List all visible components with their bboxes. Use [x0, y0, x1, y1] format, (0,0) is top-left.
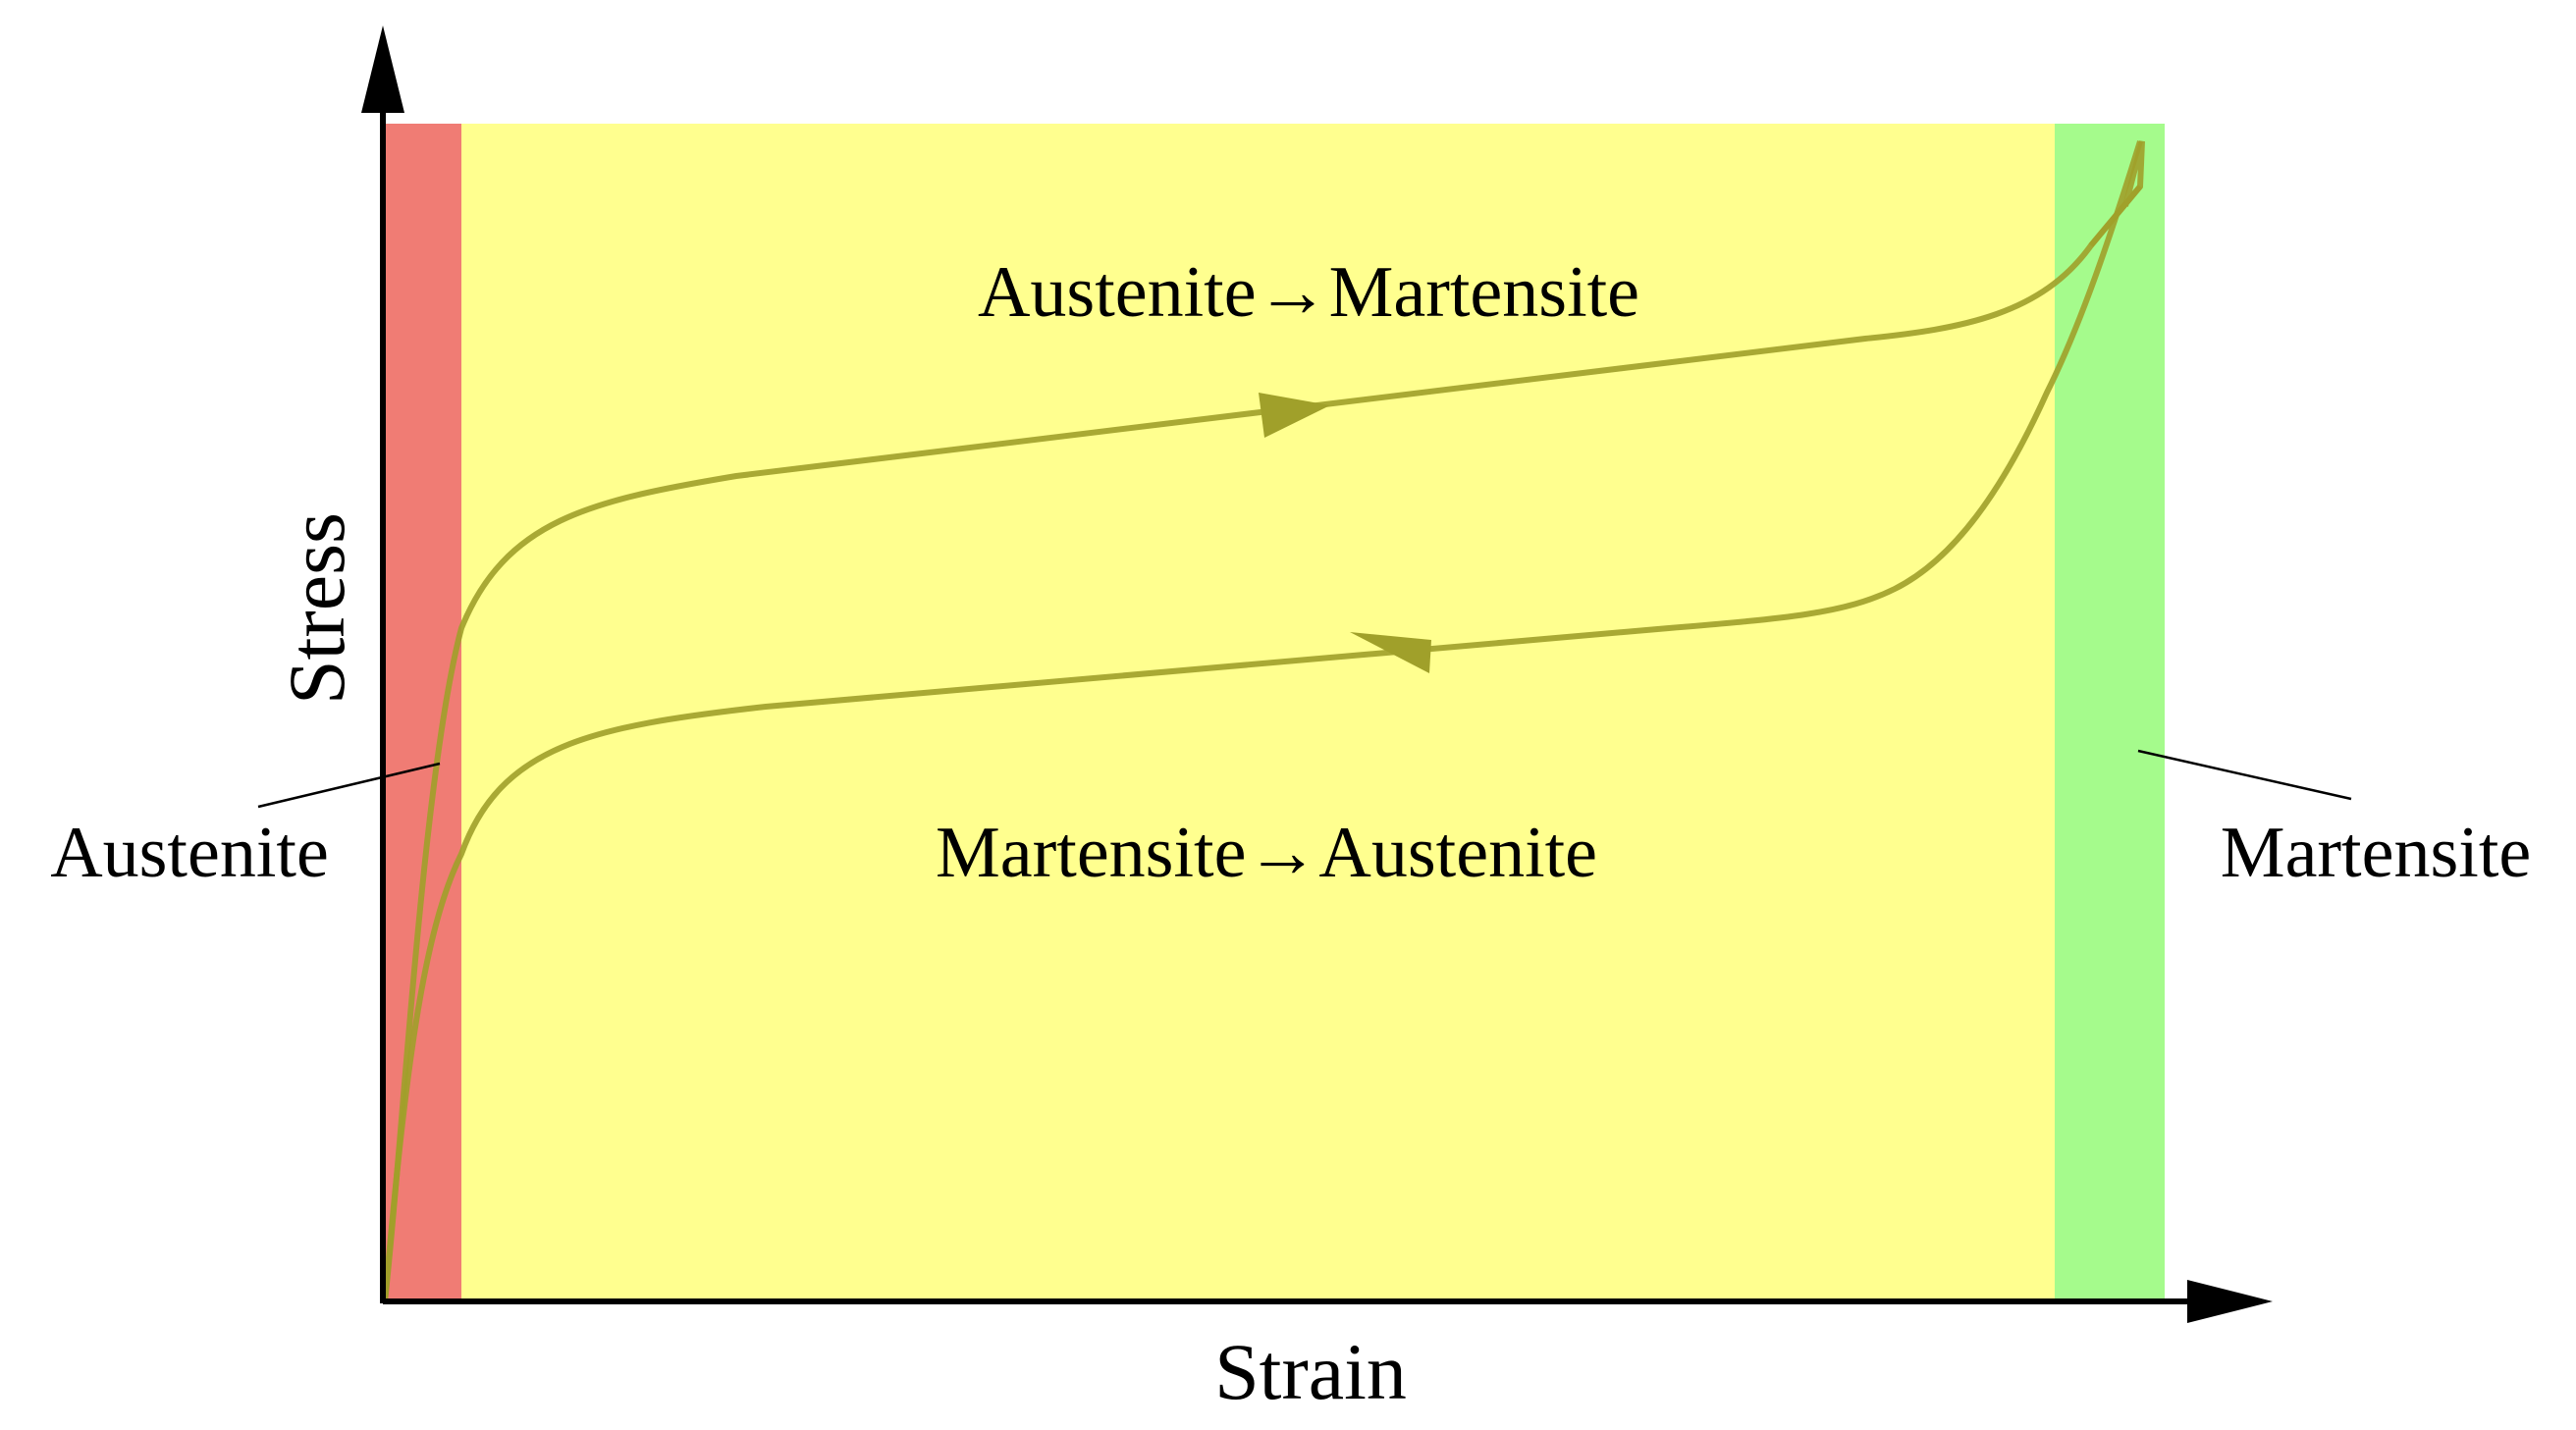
y-axis-label: Stress	[272, 512, 361, 705]
x-axis-arrowhead	[2187, 1280, 2273, 1323]
unloading-direction-arrow	[1350, 632, 1431, 673]
transition-label-reverse: Martensite→Austenite	[936, 813, 1597, 893]
martensite-elastic-branch	[2088, 140, 2145, 247]
martensite-leader-line	[2137, 749, 2352, 801]
loading-direction-arrow	[1259, 393, 1330, 438]
austenite-region	[383, 124, 461, 1303]
austenite-phase-label: Austenite	[50, 813, 329, 893]
unloading-curve	[382, 140, 2143, 1302]
austenite-leader-line	[257, 762, 441, 809]
x-axis-label: Strain	[1214, 1327, 1407, 1416]
martensite-phase-label: Martensite	[2221, 813, 2531, 893]
martensite-region	[2055, 124, 2165, 1303]
transition-label-forward: Austenite→Martensite	[978, 252, 1639, 333]
y-axis-arrowhead	[361, 26, 404, 113]
loading-curve	[382, 185, 2143, 1302]
